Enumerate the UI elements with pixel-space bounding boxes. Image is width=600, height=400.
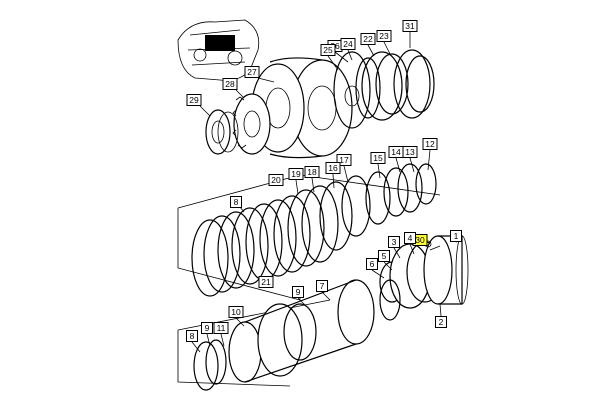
callout-text: 14 — [391, 147, 401, 157]
callout-text: 24 — [343, 39, 353, 49]
callout-text: 12 — [425, 139, 435, 149]
hub-assembly — [379, 235, 469, 309]
callout-2: 2 — [435, 316, 447, 328]
callout-25: 25 — [320, 44, 336, 56]
callout-29: 29 — [186, 94, 202, 106]
callout-text: 11 — [217, 323, 226, 333]
callout-text: 4 — [408, 233, 413, 243]
callout-3: 3 — [388, 236, 400, 248]
callout-text: 1 — [454, 231, 459, 241]
callout-text: 9 — [205, 323, 210, 333]
callout-18: 18 — [304, 166, 320, 178]
assembly-thumbnail — [177, 19, 260, 81]
callout-text: 13 — [405, 147, 415, 157]
callout-27: 27 — [244, 66, 260, 78]
callout-text: 5 — [382, 251, 387, 261]
callout-7: 7 — [316, 280, 328, 292]
callout-6: 6 — [366, 258, 378, 270]
callout-text: 15 — [373, 153, 383, 163]
callout-20: 20 — [268, 174, 284, 186]
callout-text: 20 — [271, 175, 281, 185]
callout-23: 23 — [376, 30, 392, 42]
callout-5: 5 — [378, 250, 390, 262]
callout-labels: 3126242223252728291213141517161819202130… — [186, 20, 462, 342]
callout-text: 9 — [296, 287, 301, 297]
callout-24: 24 — [340, 38, 356, 50]
gear-28 — [232, 93, 271, 155]
callout-text: 2 — [439, 317, 444, 327]
callout-text: 8 — [190, 331, 195, 341]
callout-text: 8 — [234, 197, 239, 207]
callout-10: 10 — [228, 306, 244, 318]
snap-rings-top — [333, 49, 435, 129]
callout-21: 21 — [258, 276, 274, 288]
callout-9: 9 — [292, 286, 304, 298]
shaft-assembly — [177, 279, 401, 391]
callout-text: 10 — [231, 307, 241, 317]
callout-22: 22 — [360, 33, 376, 45]
callout-text: 18 — [307, 167, 317, 177]
leader-lines — [191, 32, 463, 353]
callout-text: 30 — [415, 235, 425, 245]
callout-28: 28 — [222, 78, 238, 90]
callout-text: 7 — [320, 281, 325, 291]
callout-4: 4 — [404, 232, 416, 244]
callout-16: 16 — [325, 162, 341, 174]
callout-text: 19 — [291, 169, 301, 179]
bearing-29 — [205, 109, 239, 155]
callout-text: 25 — [323, 45, 333, 55]
clutch-pack — [177, 163, 441, 301]
drum-housing — [251, 57, 353, 159]
callout-text: 17 — [339, 155, 349, 165]
callout-text: 3 — [392, 237, 397, 247]
callout-1: 1 — [450, 230, 462, 242]
callout-text: 29 — [189, 95, 199, 105]
callout-17: 17 — [336, 154, 352, 166]
callout-14: 14 — [388, 146, 404, 158]
callout-15: 15 — [370, 152, 386, 164]
callout-19: 19 — [288, 168, 304, 180]
callout-8: 8 — [230, 196, 242, 208]
callout-text: 22 — [363, 34, 373, 44]
callout-9: 9 — [201, 322, 213, 334]
callout-text: 21 — [261, 277, 271, 287]
callout-text: 23 — [379, 31, 389, 41]
callout-text: 6 — [370, 259, 375, 269]
callout-8: 8 — [186, 330, 198, 342]
callout-31: 31 — [402, 20, 418, 32]
callout-text: 27 — [247, 67, 257, 77]
callout-13: 13 — [402, 146, 418, 158]
callout-text: 28 — [225, 79, 235, 89]
callout-text: 16 — [328, 163, 338, 173]
callout-text: 31 — [405, 21, 415, 31]
callout-11: 11 — [213, 322, 229, 334]
callout-12: 12 — [422, 138, 438, 150]
